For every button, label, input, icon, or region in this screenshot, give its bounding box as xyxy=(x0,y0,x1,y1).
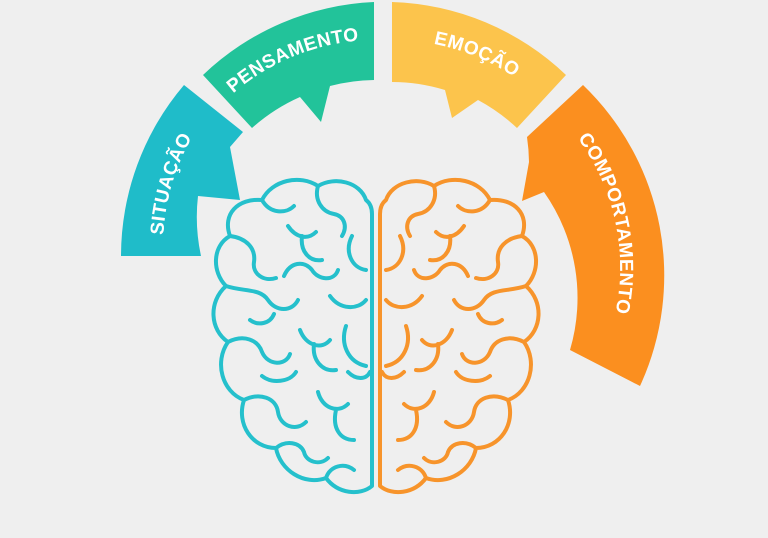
segment-comportamento-shape xyxy=(522,85,665,386)
segment-situacao-shape xyxy=(121,85,243,256)
brain-left-hemisphere xyxy=(211,177,374,495)
segment-situacao: SITUAÇÃO xyxy=(121,85,243,256)
brain-illustration xyxy=(211,177,541,495)
segment-emocao-shape xyxy=(392,2,566,128)
segment-emocao: EMOÇÃO xyxy=(392,2,566,128)
segment-comportamento: COMPORTAMENTO xyxy=(522,85,665,386)
segment-pensamento-shape xyxy=(203,2,374,128)
segment-pensamento: PENSAMENTO xyxy=(203,2,374,128)
brain-right-hemisphere xyxy=(378,177,541,495)
